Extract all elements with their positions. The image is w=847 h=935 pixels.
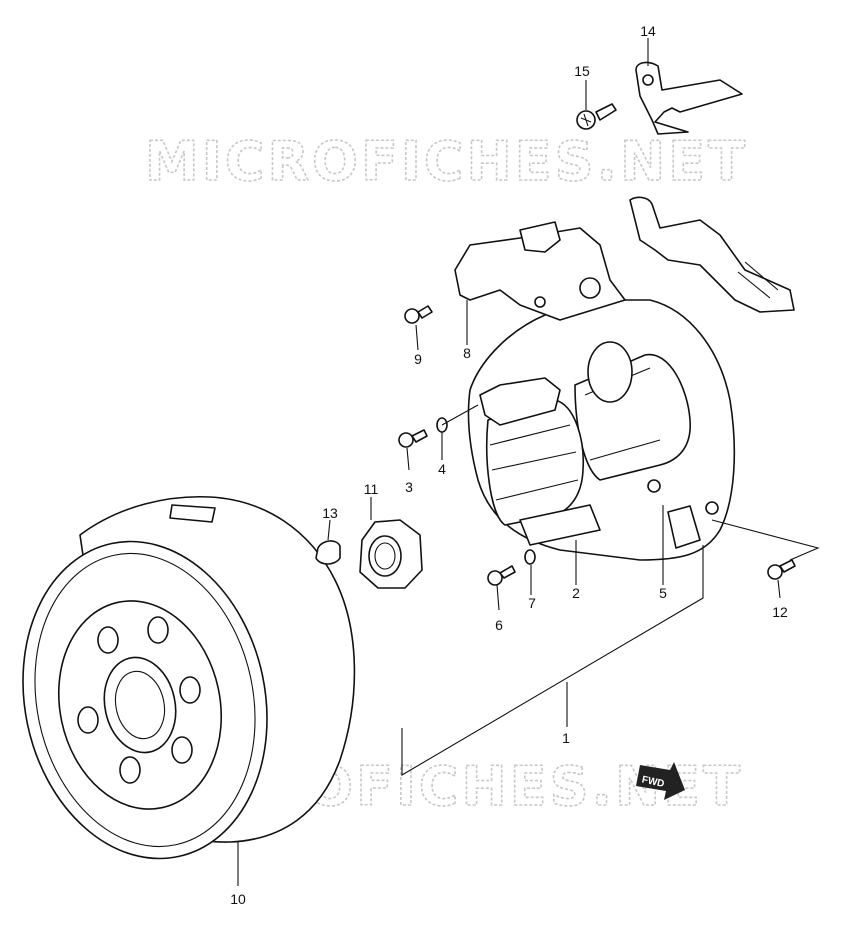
screw-part-9 bbox=[404, 305, 433, 324]
callout-4: 4 bbox=[438, 461, 446, 477]
callout-13: 13 bbox=[322, 505, 338, 521]
screw-part-3 bbox=[398, 429, 428, 448]
washer-part-7 bbox=[524, 549, 536, 565]
callout-12: 12 bbox=[772, 604, 788, 620]
callout-10: 10 bbox=[230, 891, 246, 907]
callout-9: 9 bbox=[414, 351, 422, 367]
callout-1: 1 bbox=[562, 730, 570, 746]
callout-2: 2 bbox=[572, 585, 580, 601]
flywheel-part-10 bbox=[22, 495, 356, 860]
fwd-arrow-icon: FWD bbox=[636, 762, 685, 800]
key-part-13 bbox=[315, 540, 341, 565]
leader-lines bbox=[237, 38, 820, 886]
callout-15: 15 bbox=[574, 63, 590, 79]
callout-6: 6 bbox=[495, 617, 503, 633]
watermark-top: MICROFICHES.NET bbox=[145, 130, 748, 193]
screw-part-12 bbox=[767, 559, 796, 580]
callout-8: 8 bbox=[463, 345, 471, 361]
callout-11: 11 bbox=[364, 481, 379, 497]
callout-5: 5 bbox=[659, 585, 667, 601]
bracket-part-14 bbox=[635, 61, 743, 135]
callout-3: 3 bbox=[405, 479, 413, 495]
screw-part-15 bbox=[576, 103, 617, 130]
callout-7: 7 bbox=[528, 595, 536, 611]
callout-14: 14 bbox=[640, 23, 656, 39]
stator-assembly bbox=[454, 196, 795, 561]
fwd-label: FWD bbox=[641, 774, 666, 789]
screw-part-6 bbox=[487, 565, 516, 586]
nut-part-11 bbox=[359, 519, 423, 589]
